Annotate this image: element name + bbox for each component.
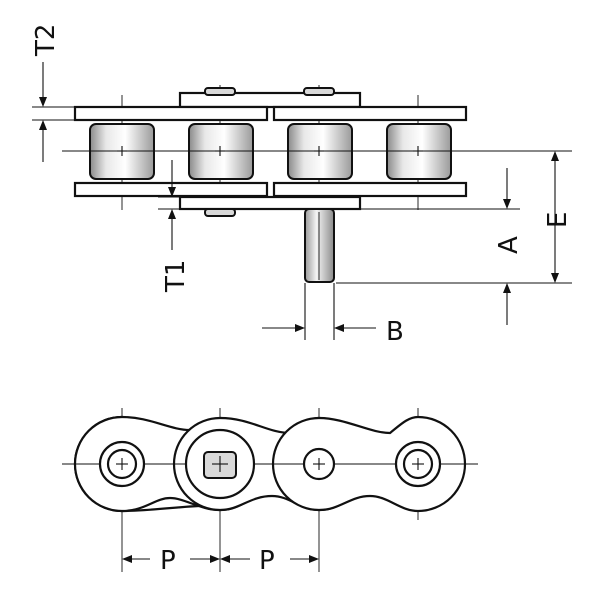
- bottom-side-plate-right: [272, 181, 468, 198]
- rollers: [89, 123, 452, 180]
- roller-center-marks: [117, 146, 423, 156]
- extended-pin: [304, 208, 335, 283]
- side-view: [62, 408, 478, 572]
- pin-head-top-1: [204, 87, 236, 96]
- pin-head-top-2: [303, 87, 335, 96]
- bottom-outer-plate: [178, 195, 362, 211]
- top-view: [62, 85, 572, 283]
- side-center-marks: [116, 456, 424, 472]
- label-t2: T2: [31, 24, 61, 57]
- top-outer-plate: [178, 91, 362, 109]
- top-side-plate-left: [73, 105, 269, 122]
- dimensions-pitch: P P: [122, 546, 319, 576]
- label-p-1: P: [160, 546, 176, 576]
- label-e: E: [543, 212, 573, 228]
- label-p-2: P: [259, 546, 275, 576]
- label-b: B: [386, 317, 404, 347]
- pin-head-bottom: [204, 208, 236, 217]
- top-side-plate-right: [272, 105, 468, 122]
- dimensions-top: T2 T1 A E B: [31, 24, 573, 347]
- label-t1: T1: [161, 260, 191, 293]
- label-a: A: [494, 236, 524, 254]
